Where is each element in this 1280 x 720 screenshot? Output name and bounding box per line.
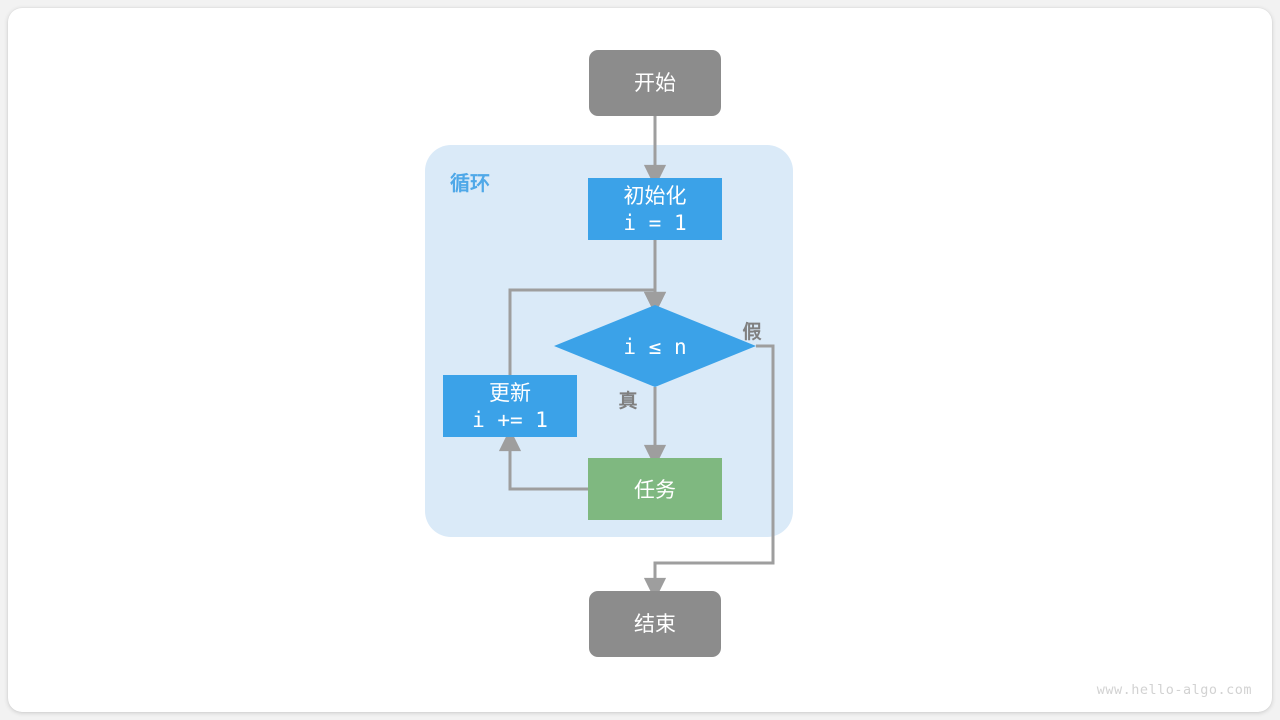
node-update-code: i += 1	[472, 408, 548, 432]
edge-cond-to-end	[643, 344, 775, 601]
edge-label-false: 假	[742, 320, 761, 343]
edge-task-to-update	[498, 428, 588, 491]
node-init-code: i = 1	[623, 211, 686, 235]
node-update-label: 更新	[489, 382, 531, 405]
edge-update-to-cond	[508, 288, 667, 375]
node-init-label: 初始化	[624, 185, 687, 208]
node-end[interactable]: 结束	[589, 591, 721, 657]
edge-layer	[498, 116, 775, 601]
node-start-label: 开始	[634, 72, 676, 95]
node-condition-label: i ≤ n	[623, 335, 686, 359]
edge-label-true: 真	[618, 389, 637, 412]
edge-label-layer: 真 假	[618, 320, 761, 412]
node-condition[interactable]: i ≤ n	[554, 305, 756, 387]
node-start[interactable]: 开始	[589, 50, 721, 116]
watermark-text: www.hello-algo.com	[1096, 682, 1252, 698]
node-task[interactable]: 任务	[588, 458, 722, 520]
loop-container-label: 循环	[450, 171, 490, 195]
node-init[interactable]: 初始化 i = 1	[588, 178, 722, 240]
node-update[interactable]: 更新 i += 1	[443, 375, 577, 437]
node-task-label: 任务	[634, 479, 676, 502]
node-end-label: 结束	[634, 613, 676, 636]
